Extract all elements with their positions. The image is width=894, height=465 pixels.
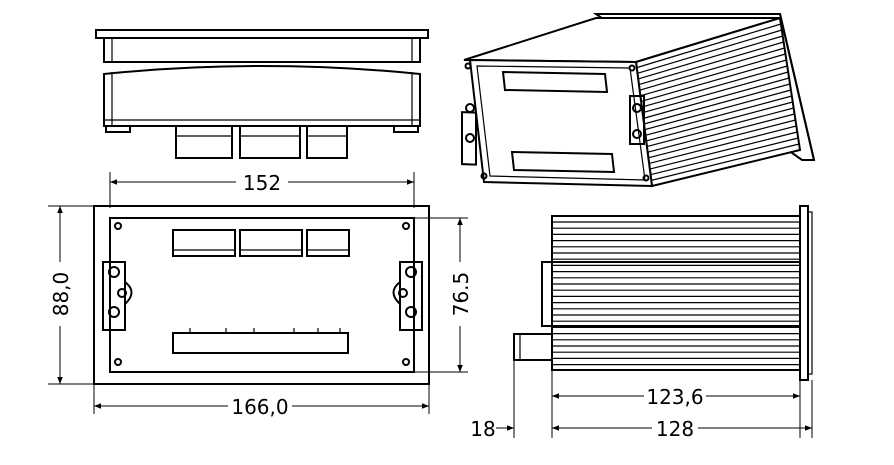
dim-right-height: 76.5 [414,217,473,373]
side-view [513,205,813,381]
dim-bottom-width-label: 166,0 [231,395,288,419]
iso-fins [636,23,800,181]
dim-right-height-label: 76.5 [449,272,473,317]
dim-left-height-label: 88,0 [49,272,73,317]
iso-fin-line [651,143,800,181]
dim-left-height: 88,0 [48,205,94,385]
iso-fin-line [643,77,790,119]
iso-fin-line [643,83,791,125]
dim-side-body-length-label: 123,6 [646,385,703,409]
iso-fin-line [638,41,784,86]
front-view [93,205,430,385]
iso-fin-line [636,23,782,69]
iso-fin-line [642,71,789,114]
right-bracket [392,261,423,331]
front-view-connectors [172,229,350,257]
left-bracket [102,261,133,331]
iso-fin-line [640,53,786,97]
iso-fin-line [648,119,796,159]
iso-fin-line [650,137,799,176]
iso-fin-line [646,107,794,148]
dim-top-width: 152 [109,171,415,208]
iso-fin-line [644,89,792,131]
iso-fin-line [640,59,787,103]
dim-side-body-length: 123,6 [551,370,801,438]
iso-fin-line [638,35,783,80]
dim-side-total-length-label: 128 [656,417,694,441]
top-view [95,29,429,159]
iso-fin-line [646,101,793,142]
dim-bottom-width: 166,0 [93,384,430,419]
top-view-connectors [175,125,348,159]
dim-side-connector-depth: 18 [470,360,570,441]
iso-fin-line [645,95,792,136]
iso-fin-line [648,125,797,165]
dim-side-connector-depth-label: 18 [470,417,495,441]
iso-fin-line [641,65,788,108]
side-fins [552,221,800,366]
dim-side-total-length: 128 [552,380,813,441]
iso-fin-line [647,113,795,153]
isometric-view [461,13,816,188]
dim-top-width-label: 152 [243,171,281,195]
iso-fin-line [639,47,785,91]
iso-fin-line [637,29,782,74]
iso-fin-line [649,131,798,170]
